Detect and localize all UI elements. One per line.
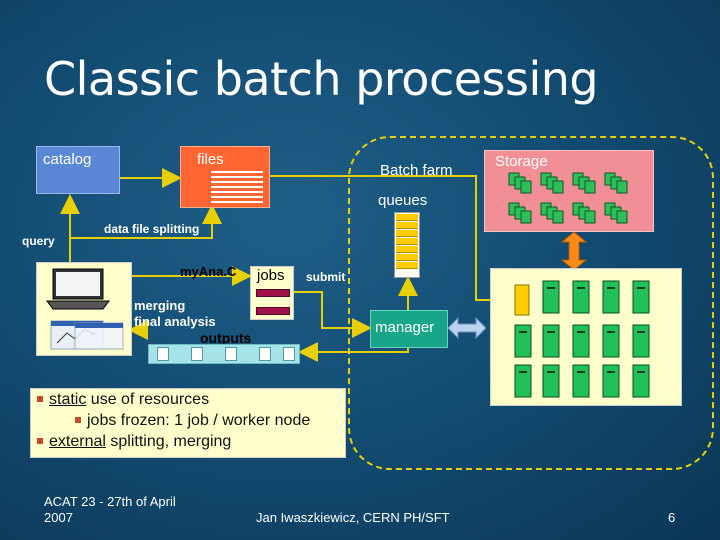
jobs-box: jobs [250,266,294,320]
bullet-static-rest: use of resources [86,391,210,408]
query-label: query [22,234,55,248]
footer-event: ACAT 23 - 27th of April [44,494,176,509]
data-file-splitting-label: data file splitting [104,222,200,236]
footer-left: ACAT 23 - 27th of April 2007 [44,494,176,526]
merging-text: merging [134,298,186,313]
queues-label: queues [378,192,428,209]
bullet-jobs-frozen: jobs frozen: 1 job / worker node [75,412,310,430]
bullet-static: static use of resources [37,391,209,409]
job-bar [256,289,290,297]
macro-label: myAna.C [180,264,237,279]
catalog-label: catalog [43,151,92,168]
page-number: 6 [668,510,676,525]
bullet-static-underlined: static [49,391,87,408]
arrow-manager-to-outputs [298,342,409,362]
queue-stack [394,212,420,278]
double-arrow-icon [560,232,588,270]
arrow-data-file-splitting [69,204,222,262]
storage-label: Storage [495,153,548,170]
file-list-icon [211,171,263,206]
merging-label: merging final analysis [134,298,216,330]
laptop-icon [46,268,124,350]
bullet-external: external splitting, merging [37,433,231,451]
slide-title: Classic batch processing [44,52,599,106]
bullet-square-icon [37,396,43,402]
bullet-external-rest: splitting, merging [105,433,232,450]
outputs-label: outputs [200,330,252,346]
final-analysis-text: final analysis [134,314,216,329]
bullet-square-icon [75,417,81,423]
submit-label: submit [306,270,346,284]
worker-nodes-box [490,268,682,406]
footer-author: Jan Iwaszkiewicz, CERN PH/SFT [256,510,450,525]
batch-farm-label: Batch farm [380,162,453,179]
files-box: files [180,146,270,208]
outputs-box [148,344,300,364]
disk-stack-icon [508,172,628,224]
manager-box: manager [370,310,448,348]
footer-year: 2007 [44,510,73,525]
batch-farm-boundary [348,136,714,470]
double-arrow-icon [448,316,486,340]
files-label: files [197,151,224,168]
jobs-label: jobs [257,267,285,284]
bullet-square-icon [37,438,43,444]
bullet-box: static use of resources jobs frozen: 1 j… [30,388,346,458]
arrow-submit [292,291,372,338]
job-bar [256,307,290,315]
manager-label: manager [375,319,435,336]
bullet-external-underlined: external [49,433,106,450]
storage-box: Storage [484,150,654,232]
bullet-jobs-frozen-text: jobs frozen: 1 job / worker node [87,412,311,429]
server-tower-icon [514,280,650,398]
catalog-box: catalog [36,146,120,194]
client-box [36,262,132,356]
